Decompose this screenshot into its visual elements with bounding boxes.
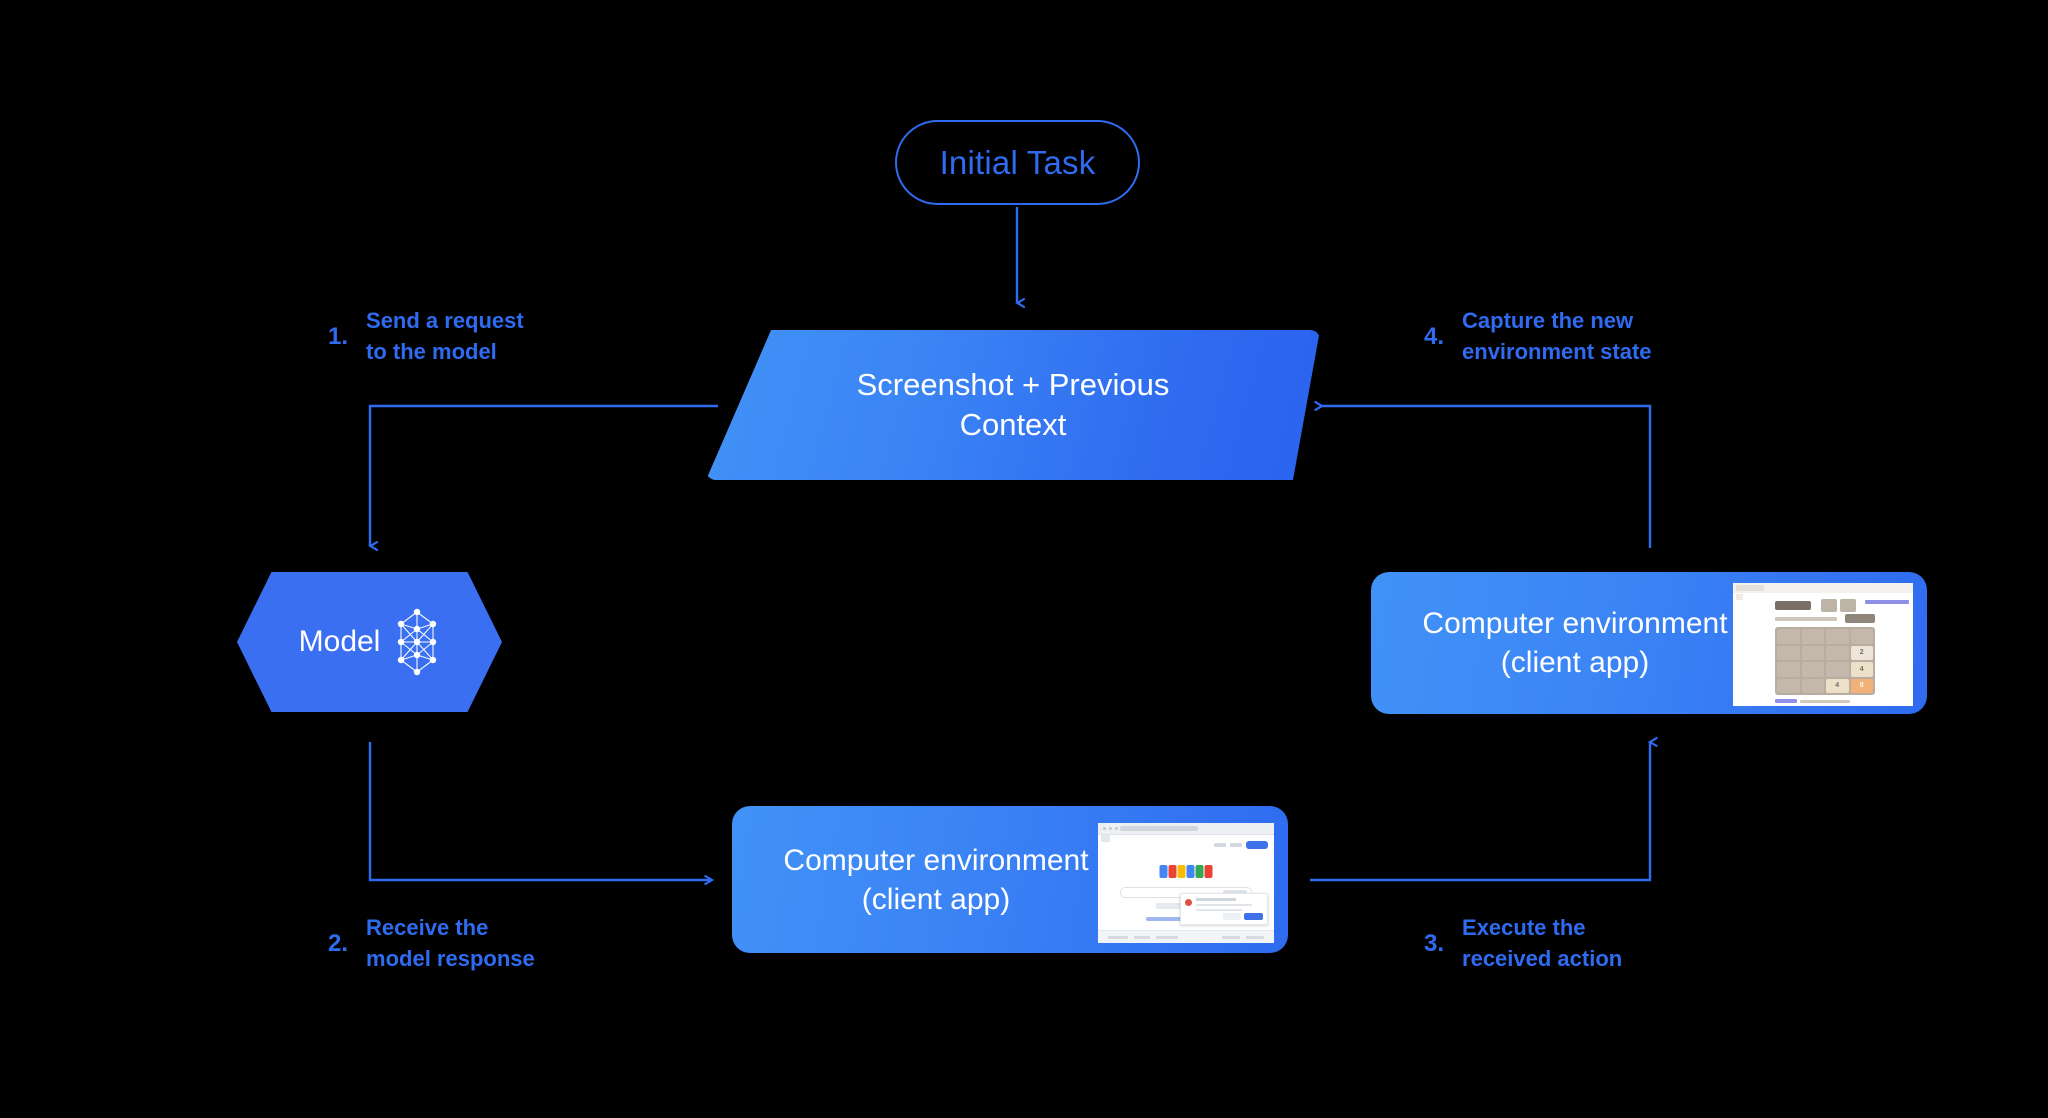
model-node-label: Model — [298, 625, 381, 658]
arrow-env-bottom-to-env-right — [1310, 742, 1650, 882]
arrow-context-to-model — [370, 404, 718, 546]
step-3-number: 3. — [1424, 930, 1445, 957]
game-2048-screenshot-thumbnail: 2 4 4 8 — [1733, 583, 1913, 706]
address-bar — [1120, 826, 1198, 831]
tile-cell — [1777, 662, 1800, 677]
step-3-annotation: 3. Execute the received action — [1424, 912, 1622, 974]
game-subtitle — [1775, 617, 1837, 621]
step-3-text: Execute the received action — [1462, 915, 1623, 972]
env-bottom-label: Computer environment (client app) — [746, 841, 1126, 919]
env-bottom-label-line1: Computer environment — [783, 843, 1089, 877]
tile-cell — [1777, 645, 1800, 660]
google-logo-icon — [1159, 865, 1213, 878]
tile-cell — [1826, 645, 1849, 660]
arrow-env-right-to-context — [1322, 406, 1652, 548]
tile-cell: 4 — [1826, 678, 1849, 693]
tile-cell — [1777, 629, 1800, 644]
browser-chrome-bar — [1733, 583, 1913, 593]
sign-in-button — [1246, 841, 1268, 849]
tile-cell: 4 — [1850, 662, 1873, 677]
env-right-label: Computer environment (client app) — [1385, 604, 1765, 682]
new-game-button — [1845, 614, 1875, 623]
browser-tab-icon — [1736, 585, 1764, 591]
tile-cell: 2 — [1850, 645, 1873, 660]
browser-chrome-bar — [1098, 823, 1274, 835]
tile-cell — [1777, 678, 1800, 693]
model-node[interactable]: Model — [237, 572, 502, 712]
tile-cell — [1801, 645, 1824, 660]
tile-cell — [1826, 629, 1849, 644]
context-node-shape — [706, 330, 1320, 480]
context-node-label: Screenshot + Previous Context — [856, 367, 1170, 442]
step-1-annotation: 1. Send a request to the model — [328, 305, 524, 367]
initial-task-label: Initial Task — [939, 143, 1096, 181]
env-bottom-body: Computer environment (client app) — [732, 806, 1288, 953]
model-node-shape — [237, 572, 502, 712]
step-4-annotation: 4. Capture the new environment state — [1424, 305, 1652, 367]
tile-cell — [1801, 662, 1824, 677]
step-2-number: 2. — [328, 930, 349, 957]
initial-task-node[interactable]: Initial Task — [895, 120, 1140, 205]
google-header-links — [1214, 841, 1268, 849]
browser-tab-secondary-icon — [1736, 594, 1743, 600]
consent-dialog — [1180, 893, 1268, 925]
env-right-node[interactable]: Computer environment (client app) — [1371, 572, 1927, 714]
google-footer — [1098, 930, 1274, 943]
neural-network-icon — [398, 608, 437, 676]
game-title — [1775, 601, 1811, 610]
tile-cell — [1850, 629, 1873, 644]
dialog-primary-button — [1244, 913, 1263, 920]
tile-cell: 8 — [1850, 678, 1873, 693]
browser-tab-icon — [1101, 835, 1110, 842]
how-to-play-link — [1865, 600, 1909, 604]
tile-cell — [1801, 678, 1824, 693]
step-4-number: 4. — [1424, 323, 1445, 350]
env-right-body: Computer environment (client app) — [1371, 572, 1927, 714]
step-1-text: Send a request to the model — [366, 308, 524, 365]
context-node[interactable]: Screenshot + Previous Context — [706, 330, 1320, 480]
env-bottom-label-line2: (client app) — [861, 882, 1011, 916]
step-2-text: Receive the model response — [366, 915, 535, 972]
game-board: 2 4 4 8 — [1775, 627, 1875, 695]
score-box — [1821, 599, 1837, 612]
best-score-box — [1840, 599, 1856, 612]
score-boxes — [1821, 599, 1856, 612]
tile-cell — [1801, 629, 1824, 644]
tile-cell — [1826, 662, 1849, 677]
google-search-screenshot-thumbnail — [1098, 823, 1274, 943]
env-right-label-line2: (client app) — [1500, 646, 1650, 679]
model-node-body: Model — [237, 572, 502, 712]
env-right-label-line1: Computer environment — [1422, 607, 1728, 640]
dialog-secondary-button — [1223, 913, 1241, 920]
step-1-number: 1. — [328, 323, 349, 350]
game-footer — [1775, 699, 1850, 703]
step-4-text: Capture the new environment state — [1462, 308, 1652, 365]
step-2-annotation: 2. Receive the model response — [328, 912, 535, 974]
context-node-body: Screenshot + Previous Context — [706, 330, 1320, 480]
dialog-icon — [1185, 899, 1192, 906]
env-bottom-node[interactable]: Computer environment (client app) — [732, 806, 1288, 953]
arrow-model-to-env-bottom — [368, 742, 712, 880]
